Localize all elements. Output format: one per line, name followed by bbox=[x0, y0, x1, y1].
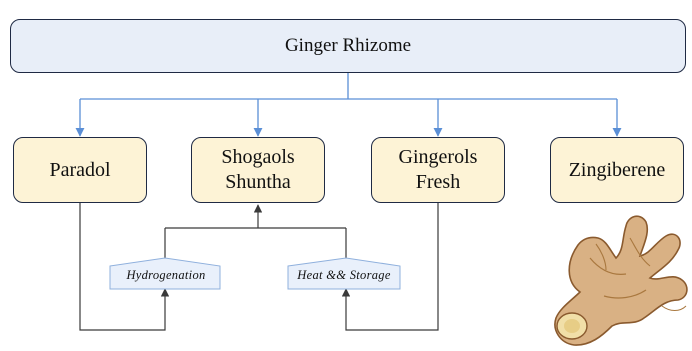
heat-storage-tag bbox=[287, 257, 401, 290]
conversion-connectors bbox=[79, 203, 439, 331]
fresh-label: Fresh bbox=[415, 171, 461, 193]
hydrogenation-label: Hydrogenation bbox=[126, 268, 206, 282]
gingerols-box: Gingerols Fresh bbox=[371, 137, 505, 203]
zingiberene-box: Zingiberene bbox=[550, 137, 684, 203]
gingerols-to-heat bbox=[341, 203, 439, 331]
shogaols-box: Shogaols Shuntha bbox=[191, 137, 325, 203]
root-connectors bbox=[75, 73, 622, 137]
paradol-label: Paradol bbox=[49, 158, 111, 181]
hydrogenation-tag bbox=[109, 257, 221, 290]
shogaols-label: Shogaols bbox=[221, 146, 295, 168]
gingerols-label: Gingerols bbox=[398, 146, 478, 168]
paradol-box: Paradol bbox=[13, 137, 147, 203]
zingiberene-label: Zingiberene bbox=[568, 158, 666, 181]
paradol-to-hydrogenation bbox=[79, 203, 170, 331]
heat-storage-label: Heat && Storage bbox=[297, 268, 391, 282]
ginger-root-icon bbox=[554, 215, 688, 346]
root-label: Ginger Rhizome bbox=[284, 35, 412, 57]
shuntha-label: Shuntha bbox=[225, 171, 291, 193]
ginger-rhizome-box: Ginger Rhizome bbox=[10, 19, 686, 73]
